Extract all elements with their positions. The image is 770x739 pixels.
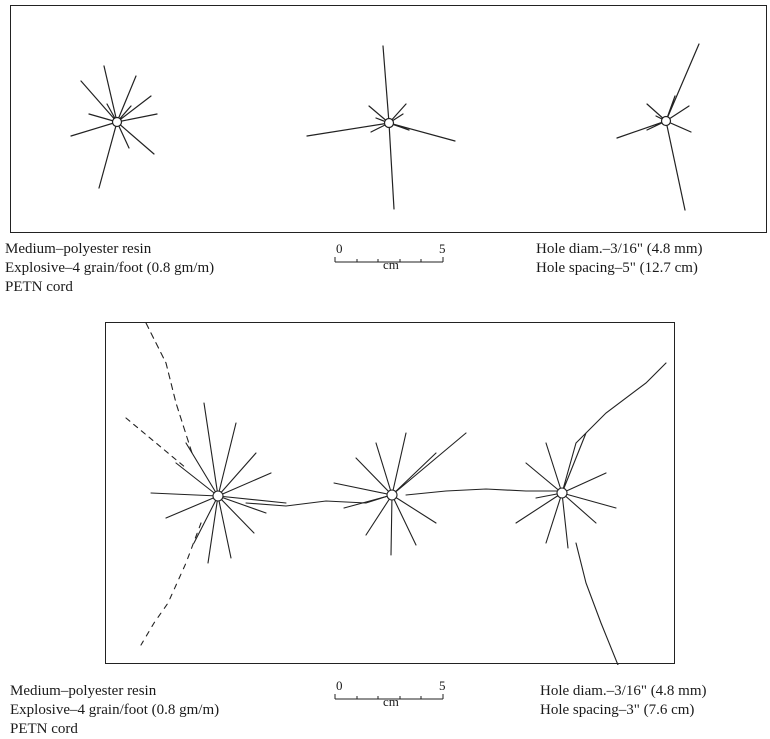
bottom-specimen-panel bbox=[105, 322, 675, 665]
bottom-specimen-description: Medium–polyester resin Explosive–4 grain… bbox=[10, 682, 219, 739]
bottom-material-label: Medium–polyester resin bbox=[10, 683, 157, 699]
top-hole-diameter-label: Hole diam.–3/16" (4.8 mm) bbox=[536, 241, 703, 257]
bottom-scale-bar: 0 5 cm bbox=[331, 678, 446, 709]
top-hole-specs: Hole diam.–3/16" (4.8 mm) Hole spacing–5… bbox=[536, 240, 703, 278]
top-specimen-description: Medium–polyester resin Explosive–4 grain… bbox=[5, 240, 214, 297]
top-explosive-label: Explosive–4 grain/foot (0.8 gm/m) bbox=[5, 260, 215, 276]
bottom-scale-line bbox=[334, 694, 444, 700]
top-scale-start: 0 bbox=[336, 241, 343, 256]
bottom-scale-start: 0 bbox=[336, 678, 343, 693]
bottom-scale-unit: cm bbox=[383, 694, 399, 709]
bottom-cord-label: PETN cord bbox=[10, 721, 78, 737]
bottom-crack-pattern bbox=[125, 323, 667, 665]
bottom-hole-specs: Hole diam.–3/16" (4.8 mm) Hole spacing–3… bbox=[540, 682, 707, 720]
bottom-hole-diameter-label: Hole diam.–3/16" (4.8 mm) bbox=[540, 683, 707, 699]
bottom-scale-end: 5 bbox=[439, 678, 446, 693]
top-cord-label: PETN cord bbox=[5, 279, 73, 295]
top-crack-pattern bbox=[70, 43, 700, 211]
top-scale-unit: cm bbox=[383, 257, 399, 272]
top-scale-bar: 0 5 cm bbox=[331, 241, 446, 272]
top-scale-line bbox=[334, 257, 444, 263]
top-hole-spacing-label: Hole spacing–5" (12.7 cm) bbox=[536, 260, 698, 276]
bottom-hole-spacing-label: Hole spacing–3" (7.6 cm) bbox=[540, 702, 695, 718]
top-scale-end: 5 bbox=[439, 241, 446, 256]
top-material-label: Medium–polyester resin bbox=[5, 241, 152, 257]
top-specimen-panel bbox=[10, 5, 767, 233]
bottom-explosive-label: Explosive–4 grain/foot (0.8 gm/m) bbox=[10, 702, 220, 718]
